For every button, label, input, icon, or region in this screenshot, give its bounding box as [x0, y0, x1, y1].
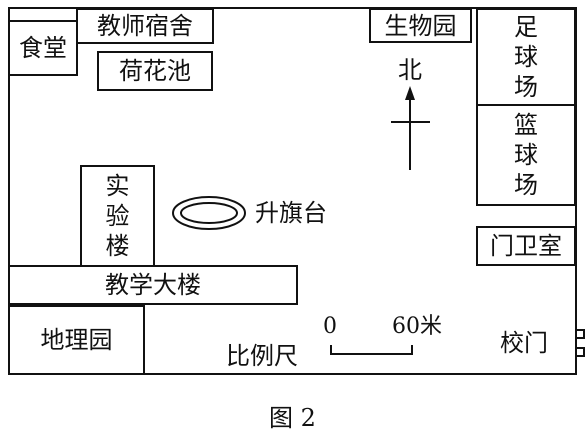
teacher-dorm-label: 教师宿舍	[97, 12, 193, 40]
football-field-box: 足 球 场	[476, 8, 576, 106]
scale-bar	[330, 345, 413, 355]
guard-room-box: 门卫室	[476, 226, 576, 266]
figure-caption: 图 2	[269, 404, 316, 432]
scale-start: 0	[323, 314, 337, 339]
canteen-label: 食堂	[19, 34, 67, 62]
north-arrow-head	[405, 86, 415, 100]
football-field-char: 足	[514, 13, 538, 41]
lab-building-char: 楼	[105, 232, 130, 260]
flag-platform-inner	[180, 202, 238, 224]
lotus-pond-label: 荷花池	[119, 57, 191, 85]
school-gate-label: 校门	[500, 329, 548, 357]
football-field-char: 球	[514, 43, 538, 71]
geography-garden-label: 地理园	[40, 326, 113, 354]
basketball-court-char: 球	[514, 141, 538, 169]
scale-end: 60米	[392, 314, 442, 339]
basketball-court-char: 场	[514, 171, 538, 199]
basketball-court-char: 篮	[514, 111, 538, 139]
flag-platform-outer	[172, 196, 246, 230]
teaching-building-label: 教学大楼	[105, 271, 201, 299]
gate-mark-bottom	[576, 347, 585, 357]
biology-garden-label: 生物园	[384, 11, 457, 40]
lab-building-char: 实	[105, 172, 130, 200]
basketball-court-box: 篮 球 场	[476, 104, 576, 206]
canteen-box: 食堂	[8, 20, 78, 76]
lab-building-box: 实 验 楼	[80, 165, 155, 267]
scale-title: 比例尺	[226, 342, 298, 370]
north-label: 北	[398, 56, 422, 84]
biology-garden-box: 生物园	[369, 8, 472, 43]
teacher-dorm-box: 教师宿舍	[76, 8, 214, 44]
campus-boundary	[8, 7, 577, 375]
gate-mark-top	[576, 329, 585, 339]
lab-building-char: 验	[105, 202, 130, 230]
lotus-pond-box: 荷花池	[97, 51, 213, 91]
flag-platform-label: 升旗台	[255, 199, 327, 227]
geography-garden-box: 地理园	[8, 305, 145, 375]
guard-room-label: 门卫室	[490, 232, 562, 260]
teaching-building-box: 教学大楼	[8, 265, 298, 305]
football-field-char: 场	[514, 73, 538, 101]
